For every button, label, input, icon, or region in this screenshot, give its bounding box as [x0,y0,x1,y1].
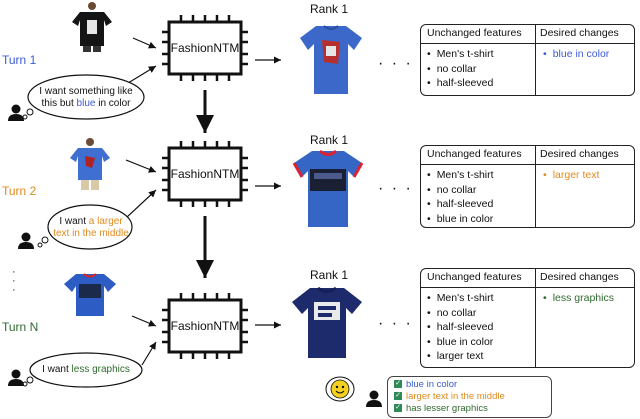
summary-item: ✓blue in color [394,379,458,390]
unchanged-header: Unchanged features [427,148,522,160]
list-item: half-sleeved [427,197,494,212]
smiley-icon [325,376,355,402]
user-icon [8,104,24,121]
list-item: half-sleeved [427,320,494,335]
model-label: FashionNTM [170,167,240,181]
list-item: less graphics [543,291,614,306]
feature-panel: Unchanged features Desired changes Men's… [420,145,635,228]
list-item: Men's t-shirt [427,291,494,306]
feedback-text: I want less graphics [42,364,130,375]
list-item: Men's t-shirt [427,47,494,62]
summary-item: ✓larger text in the middle [394,391,505,402]
more-results: · · · [378,180,413,197]
rank-label: Rank 1 [310,268,349,282]
tshirt-icon [70,138,110,190]
summary-item: ✓has lesser graphics [394,403,488,414]
tshirt-icon [64,273,116,316]
unchanged-list: Men's t-shirt no collar half-sleeved blu… [427,168,494,226]
checkbox-icon: ✓ [394,404,402,413]
list-item: no collar [427,62,494,77]
list-item: no collar [427,306,494,321]
turn-label: Turn 1 [2,53,37,67]
list-item: half-sleeved [427,76,494,91]
desired-list: less graphics [543,291,614,306]
desired-header: Desired changes [540,148,619,160]
desired-list: larger text [543,168,600,183]
user-icon [18,232,34,249]
vertical-ellipsis: · · · [12,266,16,296]
feedback-text: I want a larger text in the middle [53,216,129,239]
desired-header: Desired changes [540,27,619,39]
feature-panel: Unchanged features Desired changes Men's… [420,268,635,368]
unchanged-header: Unchanged features [427,271,522,283]
model-label: FashionNTM [170,319,240,333]
final-summary: ✓blue in color ✓larger text in the middl… [387,376,552,418]
checkbox-icon: ✓ [394,392,402,401]
desired-list: blue in color [543,47,610,62]
list-item: blue in color [427,335,494,350]
user-icon [8,369,24,386]
unchanged-header: Unchanged features [427,27,522,39]
model-label: FashionNTM [170,41,240,55]
unchanged-list: Men's t-shirt no collar half-sleeved blu… [427,291,494,364]
list-item: Men's t-shirt [427,168,494,183]
feedback-text: I want something like this but blue in c… [39,86,133,109]
tshirt-icon [292,149,364,227]
more-results: · · · [378,315,413,332]
tshirt-icon [292,286,362,358]
list-item: blue in color [543,47,610,62]
turn-label: Turn 2 [2,184,37,198]
unchanged-list: Men's t-shirt no collar half-sleeved [427,47,494,91]
list-item: larger text [427,349,494,364]
turn-label: Turn N [2,320,39,334]
rank-label: Rank 1 [310,2,349,16]
rank-label: Rank 1 [310,133,349,147]
list-item: larger text [543,168,600,183]
list-item: no collar [427,183,494,198]
checkbox-icon: ✓ [394,380,402,389]
tshirt-icon [300,25,362,94]
more-results: · · · [378,55,413,72]
user-icon [366,390,382,407]
list-item: blue in color [427,212,494,227]
desired-header: Desired changes [540,271,619,283]
tshirt-icon [72,2,112,52]
feature-panel: Unchanged features Desired changes Men's… [420,24,635,96]
